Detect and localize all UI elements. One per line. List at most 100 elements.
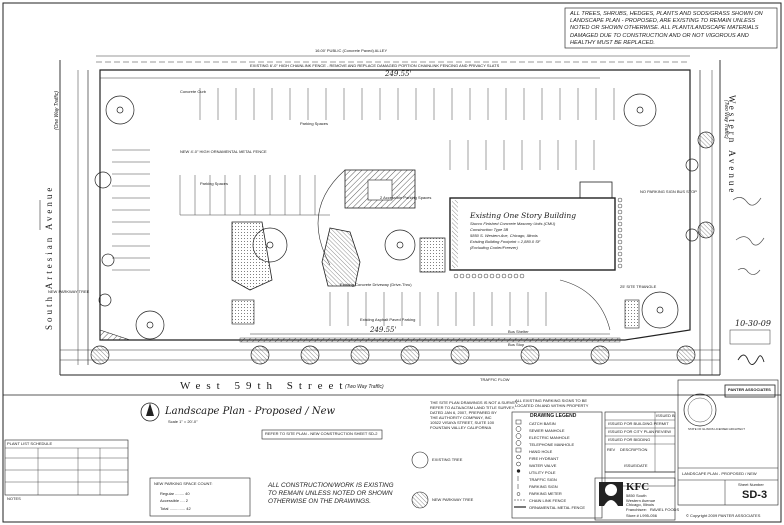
note-line: ALL CONSTRUCTION/WORK IS EXISTING [268, 482, 394, 489]
note-line: ALL TREES, SHRUBS, HEDGES, PLANTS AND SO… [570, 11, 763, 17]
hedge-row [453, 197, 623, 279]
north-arrow [140, 402, 160, 422]
accessible-label: 2 Accessible Parking Spaces [380, 195, 432, 200]
notes-label: NOTES [7, 496, 21, 501]
kfc-address-line: Western Avenue [626, 497, 656, 503]
signs-note-line: ALL EXISTING PARKING SIGNS TO BE [515, 398, 588, 403]
parking-accessible: Accessible .... 2 [160, 498, 189, 503]
plan-title: Landscape Plan - Proposed / New [165, 406, 336, 417]
note-line: DAMAGED DUE TO CONSTRUCTION AND OR NOT V… [570, 32, 749, 39]
driveway-label: Existing Concrete Driveway (Drive-Thru) [340, 282, 412, 287]
parking-regular-label: Regular [160, 491, 175, 496]
note-line: HEALTHY MUST BE REPLACED. [570, 39, 655, 46]
landscape-island-center [321, 227, 361, 287]
franchisee-name: RAVIEL FOODS [650, 507, 680, 512]
dim-top: 249.55' [385, 70, 412, 78]
note-line: NOTED OR SHOWN OTHERWISE. ALL PLANT/LAND… [570, 25, 759, 32]
traffic-flow-label: TRAFFIC FLOW [480, 377, 510, 382]
alley-label: 16.00' PUBLIC (Concrete Paved) ALLEY [315, 48, 388, 53]
parking-label-bottom: Existing Asphalt Paved Parking [360, 317, 416, 322]
building-title: Existing One Story Building [470, 211, 577, 220]
rev-label: REV [607, 447, 616, 452]
legend-item: CATCH BASIN [529, 421, 556, 426]
tree-existing-label: EXISTING TREE [432, 457, 463, 462]
desc-label: DESCRIPTION [620, 447, 648, 452]
legend-item: PARKING SIGN [529, 484, 558, 489]
parking-count-title: NEW PARKING SPACE COUNT: [154, 481, 213, 486]
sheet-title: LANDSCAPE PLAN - PROPOSED / NEW [682, 471, 757, 476]
parking-stalls-right [449, 140, 595, 170]
bus-stop-label: Bus Stop [508, 342, 525, 347]
site-triangle-left [99, 329, 131, 341]
parking-accessible-label: Accessible [160, 498, 180, 503]
building-line: Stucco Finished Concrete Masonry Units (… [470, 221, 556, 226]
cooler-freezer [579, 181, 613, 199]
existing-building [449, 197, 616, 271]
seal-text: STATE OF ILLINOIS LICENSED ARCHITECT [688, 427, 745, 431]
plant-schedule-table [4, 439, 129, 496]
street-bottom: West 59th Street [180, 380, 349, 392]
building-line: (Excluding Cooler/Freezer) [470, 245, 518, 250]
parking-stalls-middle [179, 175, 330, 216]
bottom-center-note: ALL CONSTRUCTION/WORK IS EXISTING TO REM… [268, 482, 394, 506]
parking-total: Total .............. 42 [160, 506, 191, 511]
legend-item: WATER VALVE [529, 463, 557, 468]
ornamental-fence-bottom [239, 337, 621, 343]
firm-name: PANTER ASSOCIATES [728, 387, 771, 392]
survey-note-line: REFER TO ALTA/ACSM LAND TITLE SURVEY, [430, 405, 515, 410]
plant-schedule-title: PLANT LIST SCHEDULE [7, 441, 53, 446]
new-parkway-label: NEW PARKWAY TREE [48, 289, 90, 294]
street-bottom-note: (Two Way Traffic) [345, 384, 384, 390]
survey-note-line: 10522 VISAYA STREET, SUITE 100 [430, 420, 495, 425]
parking-label-mid: Parking Spaces [200, 181, 229, 186]
legend-item: ORNAMENTAL METAL FENCE [529, 505, 586, 510]
parking-stalls-bottom [329, 292, 547, 326]
building-line: 5850 S. Western Ave, Chicago, Illinois [470, 233, 538, 238]
survey-note-line: DATED JAN 6, 2007, PREPARED BY [430, 410, 497, 415]
refer-note-box [261, 429, 383, 440]
issue-row: ISSUED FOR BIDDING [608, 437, 651, 442]
drawing-legend-box [511, 411, 603, 519]
kfc-block [594, 477, 676, 521]
parking-accessible-value: 2 [185, 498, 189, 503]
legend-item: FIRE HYDRANT [529, 456, 559, 461]
bus-shelter-label: Bus Shelter [508, 329, 529, 334]
refer-note: REFER TO SITE PLAN - NEW CONSTRUCTION SH… [265, 431, 378, 436]
store-number: Store # L995-056 [626, 513, 657, 518]
ornamental-label: NEW 4'-0" HIGH ORNAMENTAL METAL FENCE [180, 149, 267, 154]
copyright: © Copyright 2009 PANTER ASSOCIATES [686, 513, 761, 518]
landscape-island-bldg [419, 237, 446, 273]
legend-item: PARKING METER [529, 491, 562, 496]
existing-tree-symbol [411, 451, 429, 469]
no-parking-label: NO PARKING SIGN BUS STOP [640, 189, 697, 194]
legend-list: CATCH BASIN SEWER MANHOLE ELECTRIC MANHO… [529, 420, 585, 511]
issued-col: ISSUED B [656, 413, 675, 418]
parking-stalls-top [199, 88, 615, 120]
legend-item: UTILITY POLE [529, 470, 556, 475]
note-line: OTHERWISE ON THE DRAWINGS. [268, 498, 372, 505]
franchisee-label: Franchisee: [626, 507, 647, 512]
issue-row: ISSUED FOR CITY PLAN REVIEW [608, 429, 672, 434]
issue-row: ISSUED FOR BUILDING PERMIT [608, 421, 669, 426]
triangle-label: 25' SITE TRIANGLE [620, 284, 657, 289]
signs-note-line: LOCATED ON AND WITHIN PROPERTY [515, 402, 589, 408]
street-left-note: (One Way Traffic) [54, 91, 60, 130]
legend-item: HAND HOLE [529, 449, 553, 454]
kfc-address-line: Chicago, Illinois [626, 502, 655, 507]
parking-total-value: 42 [186, 506, 191, 511]
note-line: LANDSCAPE PLAN - PROPOSED, ARE EXISTING … [570, 18, 756, 25]
legend-item: CHAIN LINK FENCE [529, 498, 567, 503]
legend-item: ELECTRIC MANHOLE [529, 435, 570, 440]
parking-label-top: Parking Spaces [300, 121, 329, 126]
legend-symbols [514, 419, 526, 508]
handwritten-signature [737, 354, 765, 365]
new-tree-symbol [411, 491, 429, 509]
firm-block [677, 379, 779, 506]
legend-item: TRAFFIC SIGN [529, 477, 557, 482]
tree-new-label: NEW PARKWAY TREE [432, 497, 474, 502]
survey-note-line: FOUNTAIN VALLEY CALIFORNIA [430, 425, 492, 430]
legend-item: TELEPHONE MANHOLE [529, 442, 575, 447]
dim-bottom: 249.55' [370, 326, 397, 334]
new-parkway-trees [90, 131, 715, 365]
